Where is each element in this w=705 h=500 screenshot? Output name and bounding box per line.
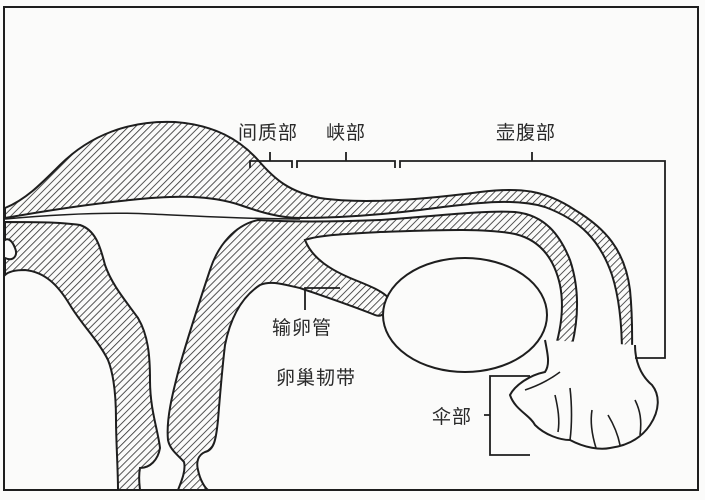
uterine-wall-left [4,220,162,491]
label-ampulla: 壶腹部 [496,122,557,144]
label-interstitial: 间质部 [238,122,299,144]
fimbriae [508,339,659,450]
fimbriae-fold-3 [569,387,573,441]
label-infundibulum: 伞部 [432,406,473,428]
bracket-interstitial [249,152,293,168]
frame-border [3,6,699,491]
uterine-fundus-wall [4,120,634,356]
bracket-infundibulum [484,375,530,456]
uterine-lumen-line [4,212,301,220]
fimbriae-fold-6 [634,399,642,436]
fimbriae-fold-4 [590,409,597,449]
fimbriae-fold-5 [607,414,621,446]
fimbriae-fold-1 [524,371,561,391]
label-ovarian-ligament: 卵巢韧带 [276,367,357,389]
label-fallopian-tube: 输卵管 [272,317,333,339]
pointer-fallopian-tube [304,287,340,310]
label-isthmus: 峡部 [326,122,367,144]
ovary [382,257,548,373]
bracket-ampulla [399,152,666,359]
fimbriae-fold-2 [554,394,560,433]
bracket-isthmus [296,152,396,168]
